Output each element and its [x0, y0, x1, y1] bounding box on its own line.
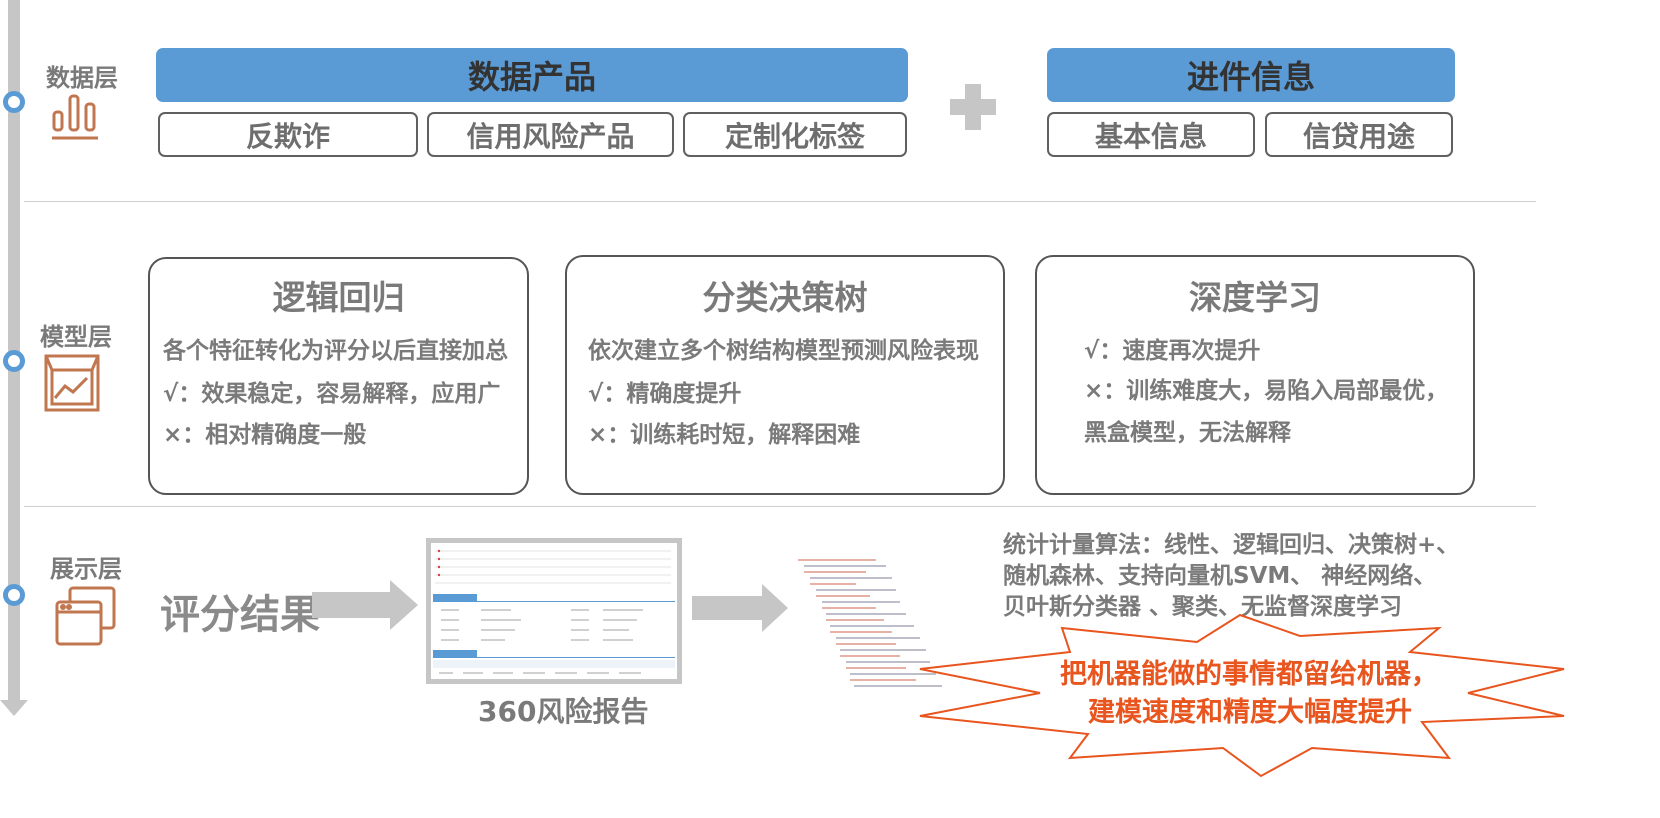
model-card-logistic: 逻辑回归 各个特征转化为评分以后直接加总 √：效果稳定，容易解释，应用广 ×：相…: [148, 257, 529, 495]
plus-icon: [950, 84, 996, 130]
model-con: ×：训练难度大，易陷入局部最优，: [1084, 378, 1449, 404]
model-title: 逻辑回归: [272, 278, 405, 317]
product-custom-tags: 定制化标签: [683, 112, 907, 157]
model-pro: √：速度再次提升: [1084, 338, 1261, 364]
divider-data-model: [24, 201, 1536, 202]
model-title: 分类决策树: [702, 278, 868, 317]
starburst-callout-shape: [919, 613, 1565, 778]
algorithms-line: 贝叶斯分类器 、聚类、无监督深度学习: [1003, 594, 1403, 620]
application-info-header: 进件信息: [1047, 48, 1455, 102]
data-product-header: 数据产品: [156, 48, 908, 102]
algorithms-line: 统计计量算法：线性、逻辑回归、决策树+、: [1003, 532, 1460, 558]
model-pro: √：效果稳定，容易解释，应用广: [163, 381, 501, 407]
model-title: 深度学习: [1189, 278, 1321, 317]
risk-report-thumbnail: [426, 538, 682, 684]
model-con-continued: 黑盒模型，无法解释: [1084, 420, 1291, 446]
model-description: 依次建立多个树结构模型预测风险表现: [588, 338, 979, 364]
model-card-decision-tree: 分类决策树 依次建立多个树结构模型预测风险表现 √：精确度提升 ×：训练耗时短，…: [565, 255, 1005, 495]
risk-report-caption: 360风险报告: [478, 695, 649, 728]
timeline-node-data: [3, 91, 25, 113]
timeline-node-model: [3, 350, 25, 372]
algorithms-text: 统计计量算法：线性、逻辑回归、决策树+、 随机森林、支持向量机SVM、 神经网络…: [1003, 530, 1459, 623]
report-preview-image: [433, 549, 675, 674]
burst-line-1: 把机器能做的事情都留给机器，: [1060, 659, 1438, 690]
timeline-arrowhead: [0, 700, 28, 716]
model-con: ×：训练耗时短，解释困难: [588, 422, 861, 448]
timeline-node-display: [3, 584, 25, 606]
product-anti-fraud: 反欺诈: [158, 112, 418, 157]
application-loan-purpose: 信贷用途: [1265, 112, 1453, 157]
model-con: ×：相对精确度一般: [163, 422, 367, 448]
burst-line-2: 建模速度和精度大幅度提升: [1088, 697, 1412, 728]
score-result-label: 评分结果: [160, 592, 320, 638]
model-description: 各个特征转化为评分以后直接加总: [163, 338, 508, 364]
layer-label-data: 数据层: [46, 64, 118, 92]
code-snippet-image: [798, 559, 942, 687]
stacked-windows-icon: [54, 584, 118, 652]
arrow-right-icon: [312, 580, 418, 630]
bar-chart-icon: [50, 90, 102, 146]
model-pro: √：精确度提升: [588, 381, 742, 407]
layer-label-model: 模型层: [40, 323, 112, 351]
line-chart-box-icon: [43, 352, 101, 418]
application-basic-info: 基本信息: [1047, 112, 1255, 157]
divider-model-display: [24, 506, 1536, 507]
algorithms-line: 随机森林、支持向量机SVM、 神经网络、: [1003, 563, 1437, 589]
layer-label-display: 展示层: [50, 555, 122, 583]
arrow-right-icon: [692, 584, 788, 632]
product-credit-risk: 信用风险产品: [427, 112, 674, 157]
model-card-deep-learning: 深度学习 √：速度再次提升 ×：训练难度大，易陷入局部最优， 黑盒模型，无法解释: [1035, 255, 1475, 495]
